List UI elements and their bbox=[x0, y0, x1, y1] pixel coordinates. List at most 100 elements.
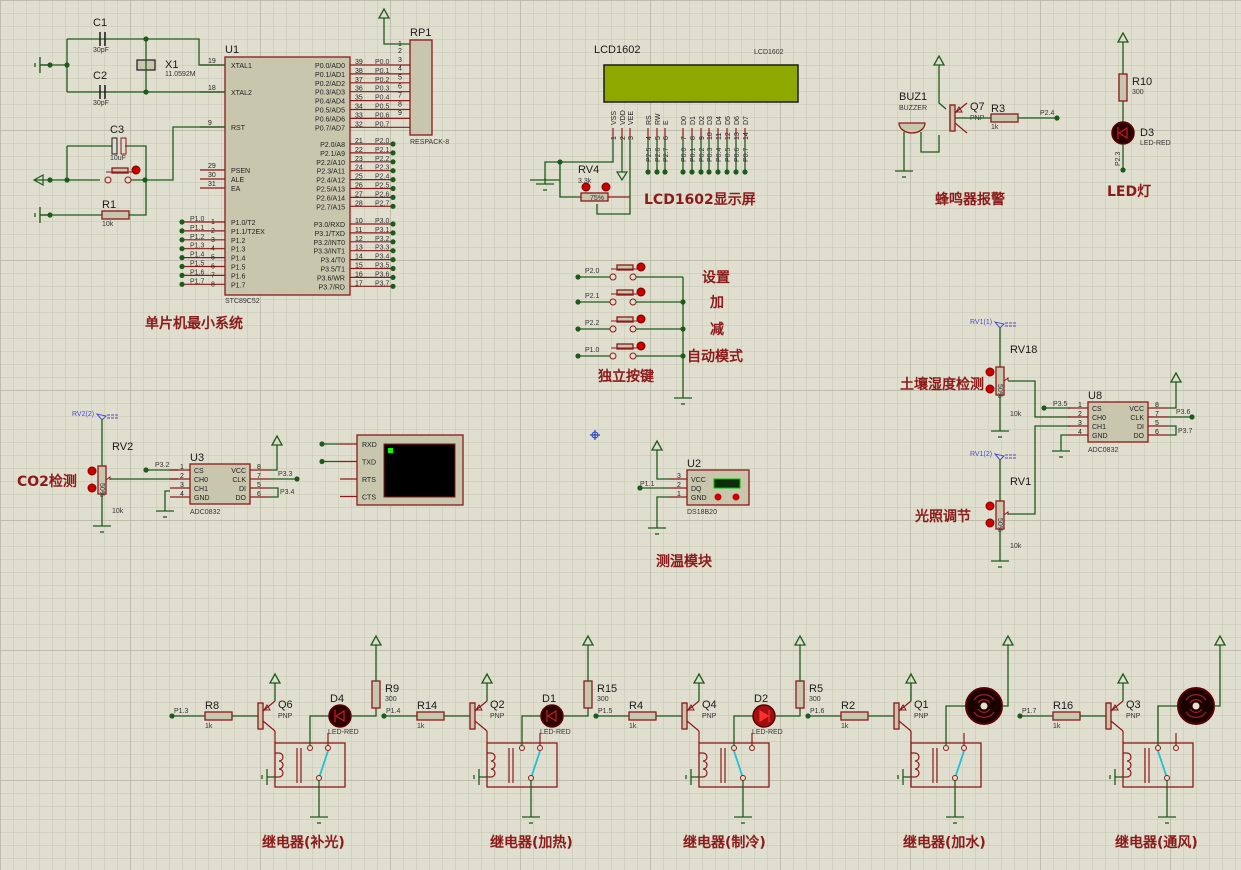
respack-pin-number: 5 bbox=[398, 75, 402, 82]
junction-dot bbox=[294, 476, 300, 482]
pot-down-button[interactable] bbox=[87, 483, 97, 493]
arrow bbox=[581, 634, 595, 646]
mcu-body[interactable] bbox=[224, 56, 351, 296]
led-part: LED-RED bbox=[540, 729, 571, 736]
motor-arcs bbox=[1185, 694, 1207, 718]
led-part: LED-RED bbox=[752, 729, 783, 736]
pin-name: P1.1/T2EX bbox=[231, 229, 265, 236]
led-diode[interactable] bbox=[752, 704, 776, 728]
button-cap bbox=[616, 343, 634, 350]
pin-name: P0.3/AD3 bbox=[315, 90, 345, 97]
load-resistor[interactable] bbox=[795, 680, 805, 709]
junction-dot bbox=[179, 246, 185, 252]
pot-up-button[interactable] bbox=[87, 466, 97, 476]
capacitor-ref: C1 bbox=[93, 17, 107, 29]
motor-icon[interactable] bbox=[965, 687, 1003, 725]
resistor-r10[interactable] bbox=[1118, 73, 1128, 102]
voltage-probe[interactable]: RV2(2) bbox=[72, 411, 118, 421]
motor-icon[interactable] bbox=[1177, 687, 1215, 725]
junction-dot bbox=[390, 221, 396, 227]
pin-name: P1.4 bbox=[231, 256, 246, 263]
co2-sensor-circuit[interactable]: RV2(2)50%RV210kP3.2U3ADC08321CS2CH03CH14… bbox=[17, 411, 300, 533]
load-resistor[interactable] bbox=[371, 680, 381, 709]
ground-icon bbox=[473, 769, 487, 785]
base-resistor[interactable] bbox=[628, 711, 657, 721]
button-actuator[interactable] bbox=[131, 165, 141, 175]
pot-up-button[interactable] bbox=[985, 367, 995, 377]
led-diode[interactable] bbox=[540, 704, 564, 728]
resistor-r3[interactable] bbox=[990, 113, 1019, 123]
load-resistor[interactable] bbox=[583, 680, 593, 709]
terminal-screen[interactable] bbox=[383, 443, 456, 498]
adc-body[interactable] bbox=[189, 463, 251, 505]
transistor-base bbox=[949, 104, 956, 132]
pot-down-button[interactable] bbox=[985, 384, 995, 394]
temp-down-button[interactable] bbox=[714, 493, 722, 501]
junction-dot bbox=[698, 169, 704, 175]
push-button[interactable] bbox=[609, 314, 646, 333]
pot-up-button[interactable] bbox=[985, 501, 995, 511]
base-resistor[interactable] bbox=[1052, 711, 1081, 721]
respack-pin-number: 4 bbox=[398, 66, 402, 73]
junction-dot bbox=[390, 274, 396, 280]
pin-number: 5 bbox=[211, 255, 215, 262]
soil-light-sensor-circuit[interactable]: RV1(1)50%RV1810kRV1(2)50%RV110kP3.5U8ADC… bbox=[900, 319, 1195, 568]
ground-icon bbox=[34, 57, 48, 73]
push-button[interactable] bbox=[104, 165, 141, 184]
resistor-r1[interactable] bbox=[101, 210, 130, 220]
resistor-ref: R5 bbox=[809, 683, 823, 695]
lcd-pin-number: 8 bbox=[690, 136, 697, 140]
button-actuator[interactable] bbox=[636, 287, 646, 297]
relay-contact bbox=[316, 775, 322, 781]
adc-body[interactable] bbox=[1087, 401, 1149, 443]
potentiometer[interactable]: 50% bbox=[87, 465, 111, 497]
button-actuator[interactable] bbox=[636, 262, 646, 272]
voltage-probe[interactable]: RV1(2) bbox=[970, 451, 1016, 461]
base-resistor[interactable] bbox=[204, 711, 233, 721]
base-resistor[interactable] bbox=[416, 711, 445, 721]
net-label: P0.5 bbox=[375, 104, 390, 111]
mcu-u1[interactable]: U1STC89C5219XTAL118XTAL29RST29PSEN30ALE3… bbox=[179, 44, 410, 305]
pot-rv4[interactable] bbox=[580, 192, 609, 202]
pot-down-button[interactable] bbox=[985, 518, 995, 528]
pin-name: CH0 bbox=[194, 477, 208, 484]
net-label: P1.2 bbox=[190, 234, 205, 241]
buzzer-icon[interactable] bbox=[898, 122, 926, 134]
button-actuator[interactable] bbox=[636, 341, 646, 351]
lcd-screen[interactable] bbox=[603, 64, 799, 103]
pot-down-button[interactable] bbox=[581, 182, 591, 192]
led-diode[interactable] bbox=[328, 704, 352, 728]
junction-dot bbox=[654, 169, 660, 175]
push-button[interactable] bbox=[609, 341, 646, 360]
voltage-probe[interactable]: RV1(1) bbox=[970, 319, 1016, 329]
base-resistor[interactable] bbox=[840, 711, 869, 721]
temp-up-button[interactable] bbox=[732, 493, 740, 501]
pot-up-button[interactable] bbox=[601, 182, 611, 192]
led-diode[interactable] bbox=[1111, 121, 1135, 145]
respack-body[interactable] bbox=[409, 39, 433, 136]
button-actuator[interactable] bbox=[636, 314, 646, 324]
